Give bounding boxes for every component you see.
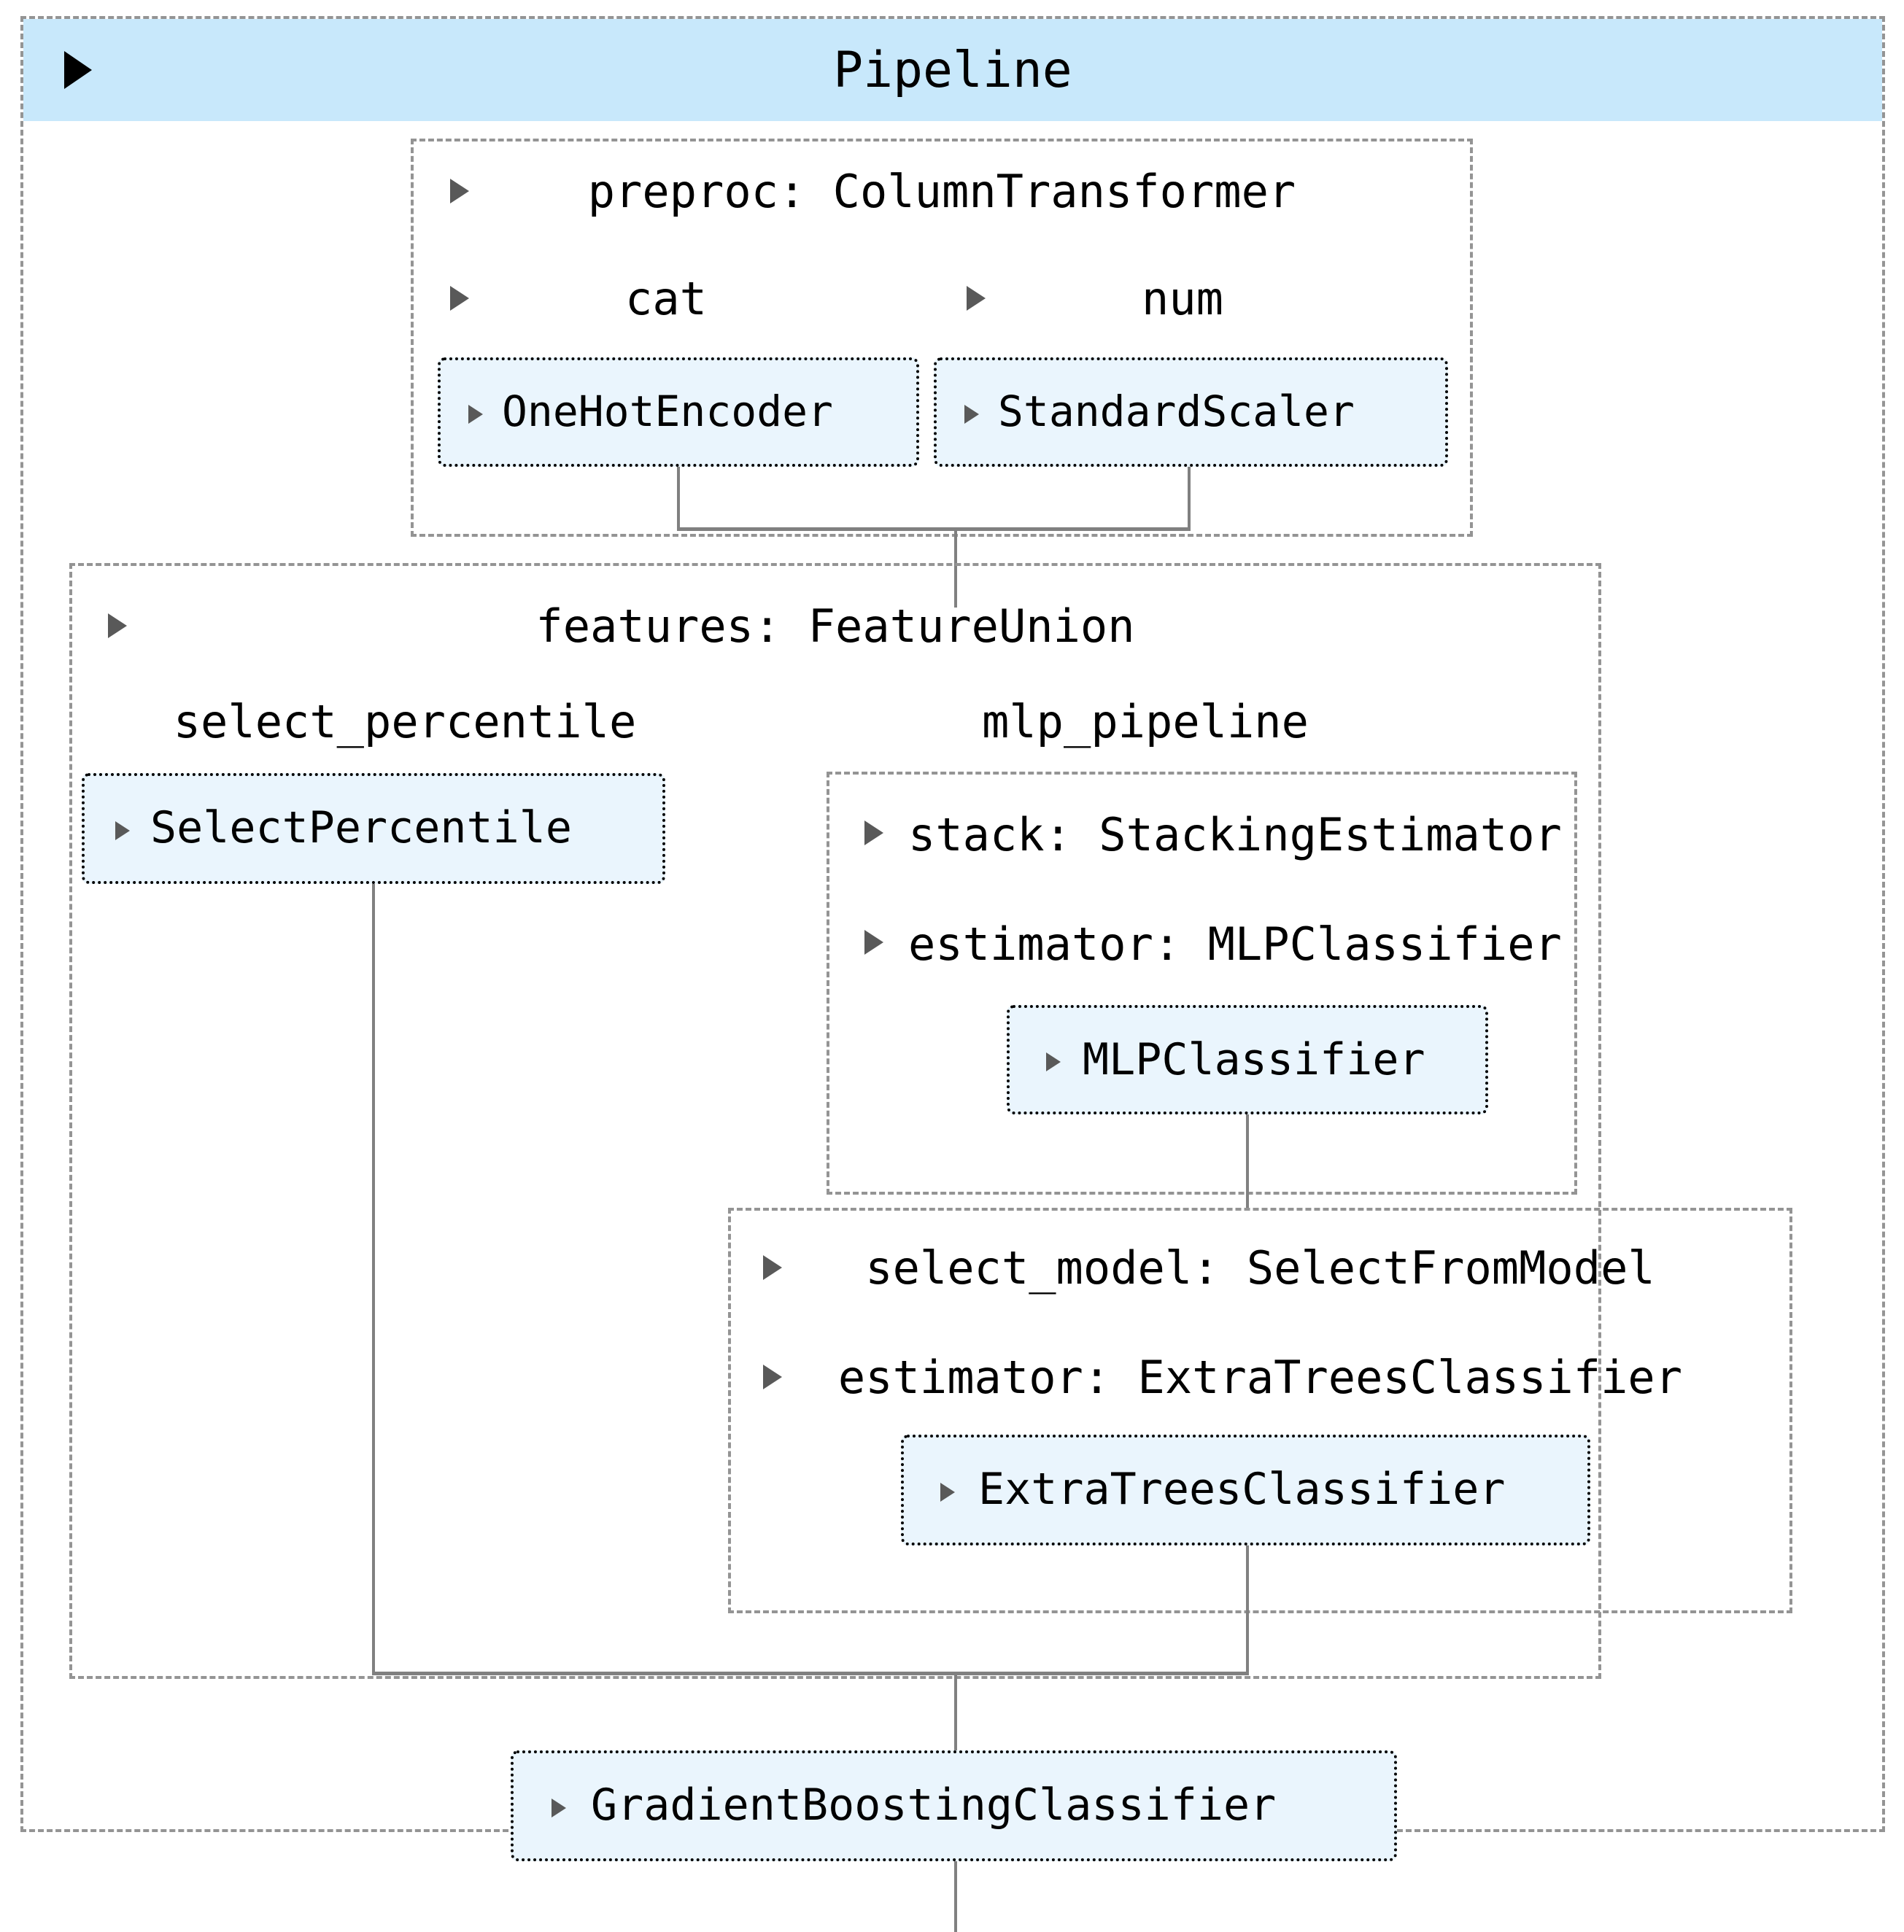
num-label[interactable]: num — [1142, 271, 1223, 325]
onehotencoder-label: OneHotEncoder — [502, 387, 833, 436]
select-model-label[interactable]: select_model: SelectFromModel — [865, 1241, 1655, 1295]
features-container[interactable] — [69, 563, 1601, 1679]
onehotencoder-caret-icon[interactable] — [468, 405, 483, 424]
connector-onehot-down — [677, 467, 680, 529]
mlpclassifier-caret-icon[interactable] — [1046, 1052, 1061, 1071]
connector-preproc-to-features — [954, 527, 957, 608]
gradientboostingclassifier-caret-icon[interactable] — [552, 1799, 566, 1817]
standardscaler-caret-icon[interactable] — [964, 405, 979, 424]
cat-label[interactable]: cat — [625, 271, 707, 325]
selectpercentile-caret-icon[interactable] — [115, 821, 130, 840]
connector-featureunion-merge — [372, 1672, 1249, 1675]
select-model-toggle-caret-icon[interactable] — [763, 1255, 782, 1280]
select-percentile-branch-label: select_percentile — [173, 694, 637, 748]
connector-scaler-down — [1188, 467, 1191, 529]
connector-classifier-tail — [954, 1861, 957, 1932]
connector-preproc-merge — [677, 527, 1191, 531]
stack-estimator-caret-icon[interactable] — [864, 930, 883, 955]
features-toggle-caret-icon[interactable] — [108, 613, 127, 638]
extratreesclassifier-label: ExtraTreesClassifier — [978, 1464, 1506, 1515]
connector-mlp-to-selectmodel — [1246, 1114, 1249, 1209]
pipeline-toggle-caret-icon[interactable] — [64, 51, 92, 89]
mlpclassifier-estimator[interactable]: MLPClassifier — [1007, 1005, 1488, 1114]
features-label[interactable]: features: FeatureUnion — [535, 599, 1135, 653]
extratreesclassifier-estimator[interactable]: ExtraTreesClassifier — [901, 1435, 1590, 1545]
cat-toggle-caret-icon[interactable] — [450, 286, 469, 311]
connector-extratrees-down — [1246, 1545, 1249, 1674]
preproc-toggle-caret-icon[interactable] — [450, 179, 469, 203]
standardscaler-estimator[interactable]: StandardScaler — [934, 357, 1448, 467]
stack-label[interactable]: stack: StackingEstimator — [908, 808, 1562, 861]
num-toggle-caret-icon[interactable] — [967, 286, 986, 311]
stack-toggle-caret-icon[interactable] — [864, 820, 883, 845]
selectpercentile-estimator[interactable]: SelectPercentile — [82, 773, 665, 884]
extratreesclassifier-caret-icon[interactable] — [940, 1483, 955, 1502]
mlpclassifier-label: MLPClassifier — [1083, 1034, 1425, 1085]
select-model-estimator-caret-icon[interactable] — [763, 1365, 782, 1389]
mlp-pipeline-branch-label: mlp_pipeline — [982, 694, 1309, 748]
gradientboostingclassifier-label: GradientBoostingClassifier — [591, 1780, 1277, 1831]
gradientboostingclassifier-estimator[interactable]: GradientBoostingClassifier — [511, 1750, 1397, 1861]
pipeline-header-band[interactable]: Pipeline — [23, 19, 1882, 121]
pipeline-title: Pipeline — [833, 41, 1072, 99]
standardscaler-label: StandardScaler — [998, 387, 1355, 436]
onehotencoder-estimator[interactable]: OneHotEncoder — [438, 357, 919, 467]
connector-selectpercentile-down — [372, 884, 375, 1674]
selectpercentile-label: SelectPercentile — [150, 802, 572, 853]
preproc-container[interactable] — [411, 139, 1473, 537]
connector-features-to-classifier — [954, 1672, 957, 1759]
mlp-pipeline-container[interactable] — [827, 772, 1577, 1195]
preproc-label[interactable]: preproc: ColumnTransformer — [587, 164, 1296, 218]
stack-estimator-label[interactable]: estimator: MLPClassifier — [908, 917, 1562, 971]
select-model-container[interactable] — [728, 1208, 1792, 1613]
select-model-estimator-label[interactable]: estimator: ExtraTreesClassifier — [837, 1350, 1683, 1404]
